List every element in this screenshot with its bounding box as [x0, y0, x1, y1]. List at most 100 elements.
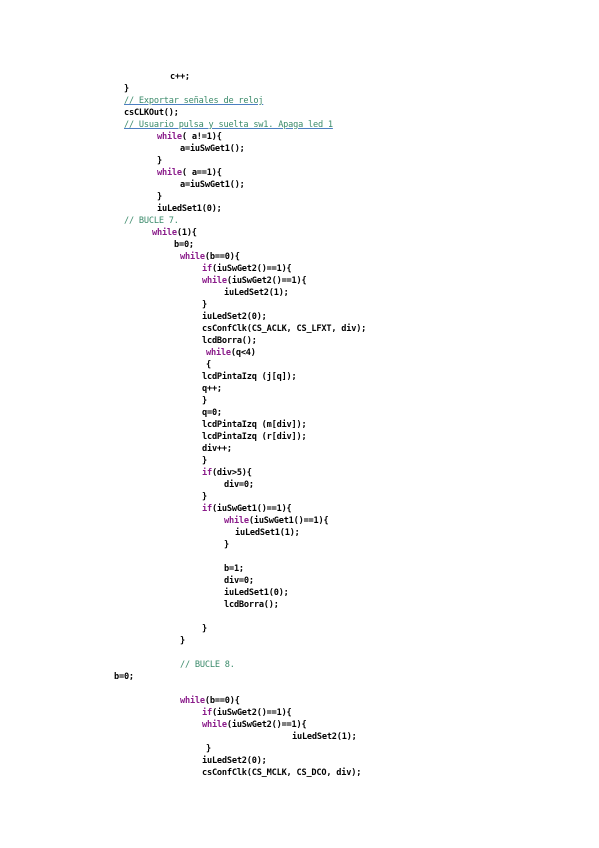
code-text: ( a==1){ [181, 168, 222, 178]
code-text: div++; [202, 444, 232, 454]
code-text: lcdPintaIzq (r[div]); [202, 432, 307, 442]
code-line: csCLKOut(); [124, 108, 179, 119]
code-line: if(iuSwGet2()==1){ [202, 708, 292, 719]
code-text: { [206, 360, 211, 370]
code-line: while(1){ [152, 228, 197, 239]
code-text: iuLedSet2(0); [202, 312, 267, 322]
code-line: iuLedSet1(0); [224, 588, 289, 599]
keyword: while [180, 252, 205, 262]
code-line: while(b==0){ [180, 252, 240, 263]
keyword: if [202, 504, 212, 514]
code-text: iuLedSet1(1); [235, 528, 300, 538]
code-line: lcdPintaIzq (j[q]); [202, 372, 297, 383]
code-line: div=0; [224, 480, 254, 491]
code-line: b=0; [174, 240, 194, 251]
code-line: } [206, 744, 211, 755]
comment-text: // BUCLE 7. [124, 216, 179, 226]
code-text: } [157, 192, 162, 202]
code-text: (q<4) [230, 348, 256, 358]
code-line: lcdBorra(); [224, 600, 279, 611]
code-text: (div>5){ [211, 468, 252, 478]
code-text: } [202, 300, 207, 310]
code-text: csConfClk(CS_ACLK, CS_LFXT, div); [202, 324, 367, 334]
code-line: csConfClk(CS_ACLK, CS_LFXT, div); [202, 324, 366, 335]
code-text: iuLedSet2(1); [292, 732, 357, 742]
comment-line: // BUCLE 8. [180, 660, 235, 671]
code-line: while( a!=1){ [157, 132, 222, 143]
code-text: a=iuSwGet1(); [180, 144, 245, 154]
code-text: (iuSwGet2()==1){ [226, 276, 307, 286]
code-text: q=0; [202, 408, 222, 418]
keyword: while [152, 228, 177, 238]
code-text: lcdPintaIzq (m[div]); [202, 420, 307, 430]
code-line: while(iuSwGet2()==1){ [202, 276, 307, 287]
code-line: } [124, 84, 129, 95]
code-line: lcdPintaIzq (r[div]); [202, 432, 307, 443]
code-text: lcdBorra(); [202, 336, 257, 346]
code-line: } [202, 492, 207, 503]
code-line: } [202, 396, 207, 407]
comment-text: // BUCLE 8. [180, 660, 235, 670]
keyword: while [202, 276, 227, 286]
code-text: iuLedSet2(0); [202, 756, 267, 766]
code-line: div=0; [224, 576, 254, 587]
code-text: csCLKOut(); [124, 108, 179, 118]
comment-line: // Exportar señales de reloj [124, 96, 263, 107]
code-text: iuLedSet1(0); [224, 588, 289, 598]
keyword: if [202, 264, 212, 274]
code-line: b=1; [224, 564, 244, 575]
keyword: while [206, 348, 231, 358]
code-line: while(q<4) [206, 348, 256, 359]
code-text: } [202, 624, 207, 634]
code-text: csConfClk(CS_MCLK, CS_DCO, div); [202, 768, 362, 778]
comment-line: // Usuario pulsa y suelta sw1. Apaga led… [124, 120, 333, 131]
code-text: } [224, 540, 229, 550]
code-line: } [157, 156, 162, 167]
comment-text: // Usuario pulsa y suelta sw1. Apaga led… [124, 120, 333, 130]
code-text: ( a!=1){ [181, 132, 222, 142]
code-line: } [224, 540, 229, 551]
code-line: a=iuSwGet1(); [180, 144, 245, 155]
code-line: } [202, 300, 207, 311]
code-text: b=1; [224, 564, 244, 574]
keyword: while [157, 132, 182, 142]
code-text: a=iuSwGet1(); [180, 180, 245, 190]
code-text: } [124, 84, 129, 94]
code-text: q++; [202, 384, 222, 394]
code-line: if(div>5){ [202, 468, 252, 479]
comment-line: // BUCLE 7. [124, 216, 179, 227]
code-text: } [157, 156, 162, 166]
code-line: q=0; [202, 408, 222, 419]
code-line: lcdBorra(); [202, 336, 257, 347]
code-line: c++; [170, 72, 190, 83]
code-text: lcdPintaIzq (j[q]); [202, 372, 297, 382]
code-text: lcdBorra(); [224, 600, 279, 610]
code-text: } [202, 492, 207, 502]
code-line: iuLedSet2(1); [224, 288, 289, 299]
code-text: (b==0){ [204, 696, 240, 706]
code-text: } [206, 744, 211, 754]
code-line: iuLedSet1(0); [157, 204, 222, 215]
code-line: b=0; [114, 672, 134, 683]
code-text: (iuSwGet1()==1){ [211, 504, 292, 514]
code-text: b=0; [114, 672, 134, 682]
keyword: while [202, 720, 227, 730]
code-text: (iuSwGet2()==1){ [226, 720, 307, 730]
code-line: csConfClk(CS_MCLK, CS_DCO, div); [202, 768, 361, 779]
code-line: } [202, 624, 207, 635]
code-text: (1){ [176, 228, 197, 238]
code-line: { [206, 360, 211, 371]
code-line: while(b==0){ [180, 696, 240, 707]
code-text: div=0; [224, 480, 254, 490]
keyword: if [202, 708, 212, 718]
code-text: (iuSwGet1()==1){ [248, 516, 329, 526]
code-line: iuLedSet2(0); [202, 756, 267, 767]
code-line: } [202, 456, 207, 467]
code-line: div++; [202, 444, 232, 455]
code-text: (b==0){ [204, 252, 240, 262]
code-text: (iuSwGet2()==1){ [211, 708, 292, 718]
code-line: q++; [202, 384, 222, 395]
code-line: } [180, 636, 185, 647]
code-text: } [202, 396, 207, 406]
code-line: if(iuSwGet2()==1){ [202, 264, 292, 275]
